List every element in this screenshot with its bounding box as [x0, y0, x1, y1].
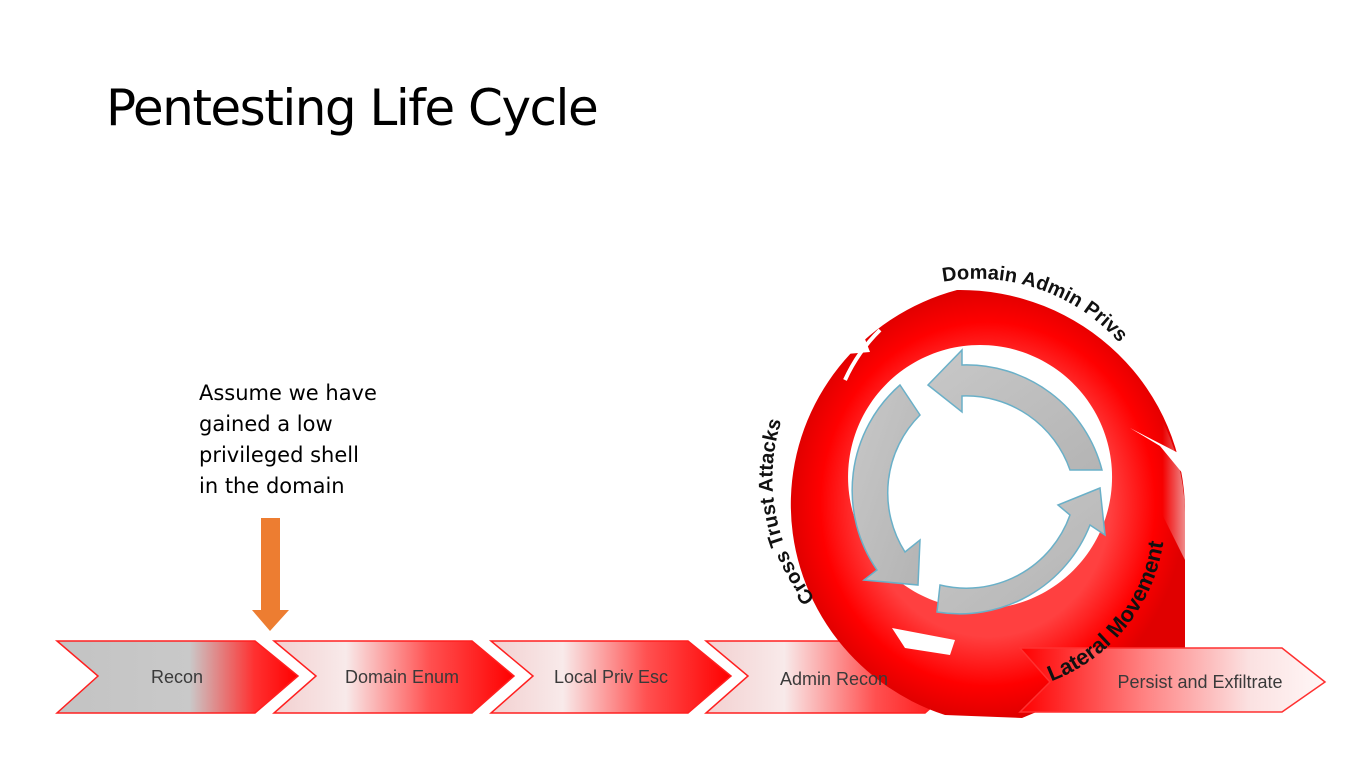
note-line: privileged shell: [199, 443, 359, 467]
stage-label-recon: Recon: [151, 667, 203, 687]
note-line: Assume we have: [199, 381, 377, 405]
stage-chevron-recon: [54, 640, 300, 714]
stage-label-local-priv-esc: Local Priv Esc: [554, 667, 668, 687]
inner-cycle-arrows: [851, 348, 1106, 615]
cycle-ring: [790, 289, 1188, 718]
stage-chevron-persist-exfiltrate: [1018, 647, 1327, 713]
note-line: in the domain: [199, 474, 345, 498]
stage-chevron-local-priv-esc: [488, 640, 733, 714]
note-line: gained a low: [199, 412, 333, 436]
stage-label-domain-enum: Domain Enum: [345, 667, 459, 687]
assumption-note: Assume we have gained a low privileged s…: [199, 378, 399, 502]
stage-label-admin-recon: Admin Recon: [780, 669, 888, 689]
stage-label-persist-exfiltrate: Persist and Exfiltrate: [1117, 672, 1282, 692]
orange-down-arrow: [252, 518, 289, 631]
stage-chevron-domain-enum: [271, 640, 516, 714]
slide-title: Pentesting Life Cycle: [106, 79, 599, 137]
